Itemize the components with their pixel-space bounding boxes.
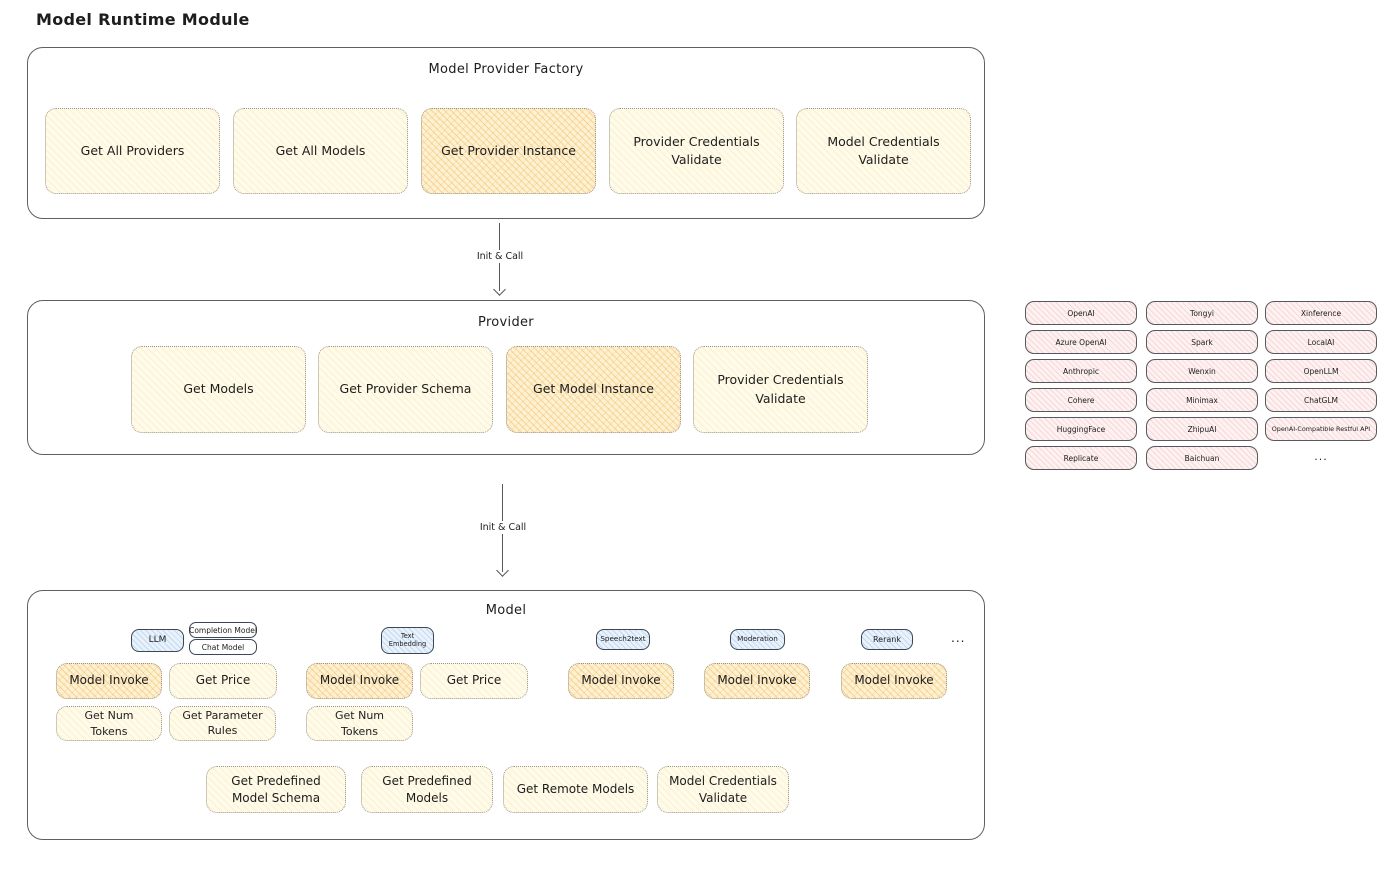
node-get-predefined-models: Get Predefined Models [361, 766, 493, 813]
arrow1-label: Init & Call [471, 250, 529, 263]
node-get-all-models: Get All Models [233, 108, 408, 194]
node-get-models: Get Models [131, 346, 306, 433]
chip-azure-openai: Azure OpenAI [1025, 330, 1137, 354]
node-get-provider-instance: Get Provider Instance [421, 108, 596, 194]
chip-baichuan: Baichuan [1146, 446, 1258, 470]
chip-wenxin: Wenxin [1146, 359, 1258, 383]
tag-rerank: Rerank [861, 629, 913, 650]
model-tags-ellipsis: ... [951, 631, 966, 645]
tag-chat-model: Chat Model [189, 639, 257, 655]
provider-box: Provider Get Models Get Provider Schema … [27, 300, 1000, 470]
arrow-head-icon [493, 283, 506, 296]
arrow-head-icon [496, 564, 509, 577]
node-llm-model-invoke: Model Invoke [56, 663, 162, 699]
tag-text-embedding: Text Embedding [381, 627, 434, 654]
tag-speech2text: Speech2text [596, 629, 650, 650]
chip-anthropic: Anthropic [1025, 359, 1137, 383]
chip-localai: LocalAI [1265, 330, 1377, 354]
tag-llm: LLM [131, 629, 184, 652]
chip-xinference: Xinference [1265, 301, 1377, 325]
provider-title: Provider [478, 315, 534, 330]
node-embedding-model-invoke: Model Invoke [306, 663, 413, 699]
node-embedding-get-num-tokens: Get Num Tokens [306, 706, 413, 741]
node-model-credentials-validate-2: Model Credentials Validate [657, 766, 789, 813]
model-box: Model LLM Completion Model Chat Model Te… [27, 590, 1000, 855]
chip-tongyi: Tongyi [1146, 301, 1258, 325]
model-title: Model [485, 603, 527, 618]
node-embedding-get-price: Get Price [420, 663, 528, 699]
node-rerank-model-invoke: Model Invoke [841, 663, 947, 699]
chip-minimax: Minimax [1146, 388, 1258, 412]
chip-openai-compatible-restful-api: OpenAI-Compatible Restful API [1265, 417, 1377, 441]
node-model-credentials-validate: Model Credentials Validate [796, 108, 971, 194]
factory-title: Model Provider Factory [428, 62, 584, 77]
chip-openllm: OpenLLM [1265, 359, 1377, 383]
chip-openai: OpenAI [1025, 301, 1137, 325]
model-provider-factory-box: Model Provider Factory Get All Providers… [27, 43, 988, 219]
node-provider-credentials-validate: Provider Credentials Validate [609, 108, 784, 194]
chip-replicate: Replicate [1025, 446, 1137, 470]
node-get-provider-schema: Get Provider Schema [318, 346, 493, 433]
node-speech2text-model-invoke: Model Invoke [568, 663, 674, 699]
tag-completion-model: Completion Model [189, 622, 257, 638]
node-get-remote-models: Get Remote Models [503, 766, 648, 813]
chips-ellipsis: ... [1314, 450, 1328, 463]
provider-chips-grid: OpenAI Azure OpenAI Anthropic Cohere Hug… [1025, 300, 1377, 475]
chip-zhipuai: ZhipuAI [1146, 417, 1258, 441]
node-provider-credentials-validate-2: Provider Credentials Validate [693, 346, 868, 433]
chip-cohere: Cohere [1025, 388, 1137, 412]
node-get-model-instance: Get Model Instance [506, 346, 681, 433]
node-llm-get-num-tokens: Get Num Tokens [56, 706, 162, 741]
node-moderation-model-invoke: Model Invoke [704, 663, 810, 699]
node-get-all-providers: Get All Providers [45, 108, 220, 194]
chip-huggingface: HuggingFace [1025, 417, 1137, 441]
arrow2-label: Init & Call [474, 521, 532, 534]
node-llm-get-price: Get Price [169, 663, 277, 699]
node-get-predefined-model-schema: Get Predefined Model Schema [206, 766, 346, 813]
chip-chatglm: ChatGLM [1265, 388, 1377, 412]
chip-spark: Spark [1146, 330, 1258, 354]
node-llm-get-parameter-rules: Get Parameter Rules [169, 706, 276, 741]
page-title: Model Runtime Module [36, 10, 250, 29]
tag-moderation: Moderation [730, 629, 785, 650]
